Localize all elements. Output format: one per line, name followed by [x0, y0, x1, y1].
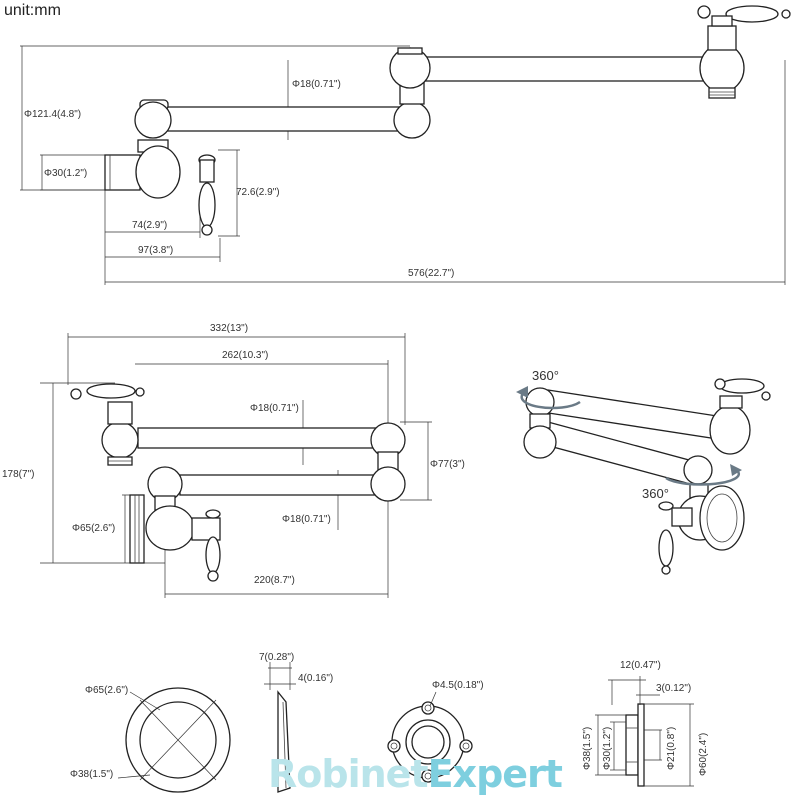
flange-front-view: Φ65(2.6") Φ38(1.5") [70, 685, 231, 793]
dim-spout-diameter: Φ18(0.71") [292, 79, 341, 90]
dim-height: Φ121.4(4.8") [24, 109, 81, 120]
dim-section-60: Φ60(2.4") [698, 733, 709, 776]
dim-section-length: 12(0.47") [620, 660, 661, 671]
dim-inlet: Φ30(1.2") [44, 168, 87, 179]
unit-label: unit:mm [4, 2, 61, 19]
watermark-part-1: Robinet [268, 752, 429, 796]
dim-flange: Φ65(2.6") [72, 523, 115, 534]
dim-handle-offset: 74(2.9") [132, 220, 167, 231]
dim-flange-plate: 4(0.16") [298, 673, 333, 684]
front-view: 332(13") 262(10.3") Φ18(0.71") 178(7") Φ… [2, 323, 465, 598]
flange-side-view: 7(0.28") 4(0.16") [259, 652, 333, 793]
watermark-logo: RobinetExpert [268, 752, 563, 796]
dim-flange-thickness: 7(0.28") [259, 652, 294, 663]
dim-upper-tube: 262(10.3") [222, 350, 268, 361]
watermark-part-2: Expert [427, 752, 563, 796]
dim-flange-inner: Φ38(1.5") [70, 769, 113, 780]
flange-section-view: 12(0.47") 3(0.12") Φ38(1.5") Φ30(1.2") Φ… [582, 660, 709, 787]
rotation-view: 360° 360° [516, 368, 771, 575]
side-view: Φ18(0.71") Φ121.4(4.8") Φ30(1.2") 72.6(2… [20, 5, 791, 285]
dim-total-height: 178(7") [2, 469, 34, 480]
dim-section-lip: 3(0.12") [656, 683, 691, 694]
dim-body-width: 97(3.8") [138, 245, 173, 256]
dim-lower-tube-diameter: Φ18(0.71") [282, 514, 331, 525]
dim-lower-arm: 220(8.7") [254, 575, 295, 586]
dim-section-21: Φ21(0.8") [666, 727, 677, 770]
dim-total-reach: 576(22.7") [408, 268, 454, 279]
dim-screw-hole: Φ4.5(0.18") [432, 680, 484, 691]
dim-elbow-spacing: Φ77(3") [430, 459, 465, 470]
dim-upper-tube-diameter: Φ18(0.71") [250, 403, 299, 414]
dim-handle-height: 72.6(2.9") [236, 187, 280, 198]
rotation-bottom-label: 360° [642, 486, 669, 501]
dim-upper-arm: 332(13") [210, 323, 248, 334]
dim-section-30: Φ30(1.2") [602, 727, 613, 770]
flange-mount-view: Φ4.5(0.18") [387, 680, 484, 783]
dim-section-38: Φ38(1.5") [582, 727, 593, 770]
rotation-top-label: 360° [532, 368, 559, 383]
dim-flange-outer: Φ65(2.6") [85, 685, 128, 696]
